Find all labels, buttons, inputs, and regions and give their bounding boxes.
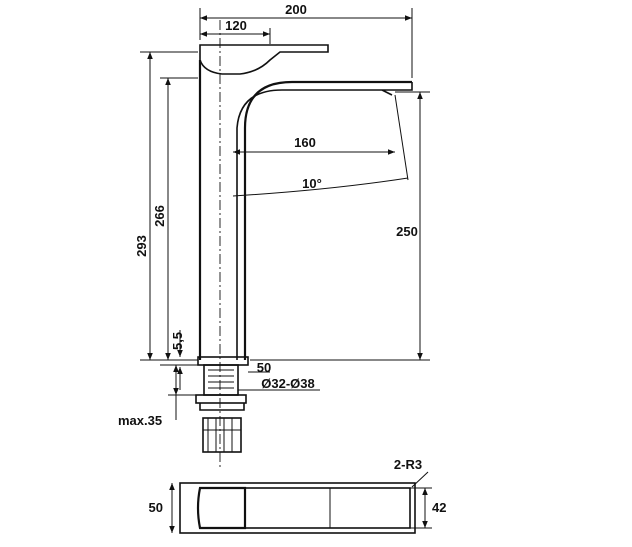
mounting-shank (195, 364, 247, 453)
body-column (198, 60, 412, 360)
base-flange (197, 356, 249, 366)
faucet-top-view (169, 471, 432, 534)
dim-hole-diameter: Ø32-Ø38 (261, 376, 314, 391)
spout (236, 82, 413, 360)
dim-overall-height: 293 (134, 235, 149, 257)
top-view-outline (179, 482, 416, 534)
dim-overall-width: 200 (285, 2, 307, 17)
dim-handle-length: 120 (225, 18, 247, 33)
dim-base-thickness: 5,5 (170, 332, 185, 350)
dim-max-deck: max.35 (118, 413, 162, 428)
dim-spout-angle: 10° (302, 176, 322, 191)
dim-corner-radius: 2-R3 (394, 457, 422, 472)
top-view-handle (196, 486, 247, 530)
dim-spout-reach: 160 (294, 135, 316, 150)
dim-top-depth: 42 (432, 500, 446, 515)
faucet-side-view (195, 20, 413, 470)
dim-base-diameter: 50 (257, 360, 271, 375)
dim-top-width: 50 (149, 500, 163, 515)
top-view-spout (244, 487, 411, 529)
dimension-lines (140, 8, 430, 420)
dim-handle-height: 266 (152, 205, 167, 227)
handle-lever (199, 44, 329, 75)
dim-spout-height: 250 (396, 224, 418, 239)
